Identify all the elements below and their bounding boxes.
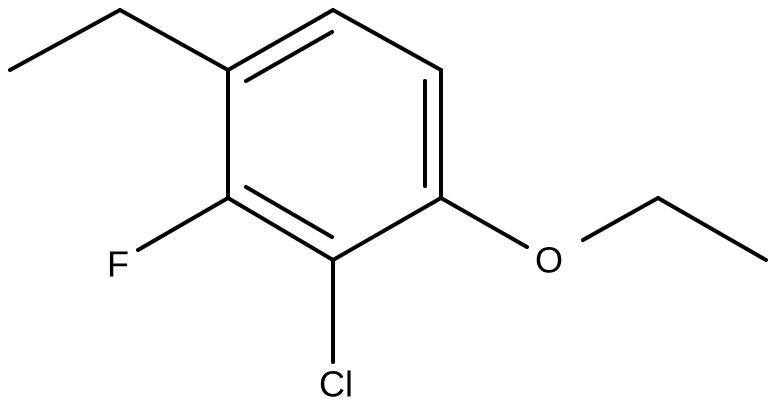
- fluorine-bond: [136, 196, 230, 252]
- oxygen-label: O: [535, 240, 563, 281]
- ethoxy-bond-ch2-ch3: [656, 196, 768, 262]
- chlorine-label: Cl: [319, 364, 353, 405]
- ring-bond-c4-c5: [331, 196, 443, 262]
- fluorine-label: F: [107, 244, 129, 285]
- ethoxy-bond-o-ch2: [581, 196, 660, 242]
- ring-bond-c2-c3: [331, 8, 443, 72]
- ethyl-bond-ring-ch2: [118, 8, 230, 72]
- ring-double-bond-inner-top: [244, 30, 334, 83]
- ring-double-bond-inner-bottom: [244, 185, 334, 239]
- ring-bond-c5-c6: [226, 196, 335, 262]
- ring-bond-c1-c2: [226, 8, 335, 72]
- ethoxy-bond-ring-o: [439, 196, 529, 249]
- ethyl-bond-ch2-ch3: [8, 8, 122, 72]
